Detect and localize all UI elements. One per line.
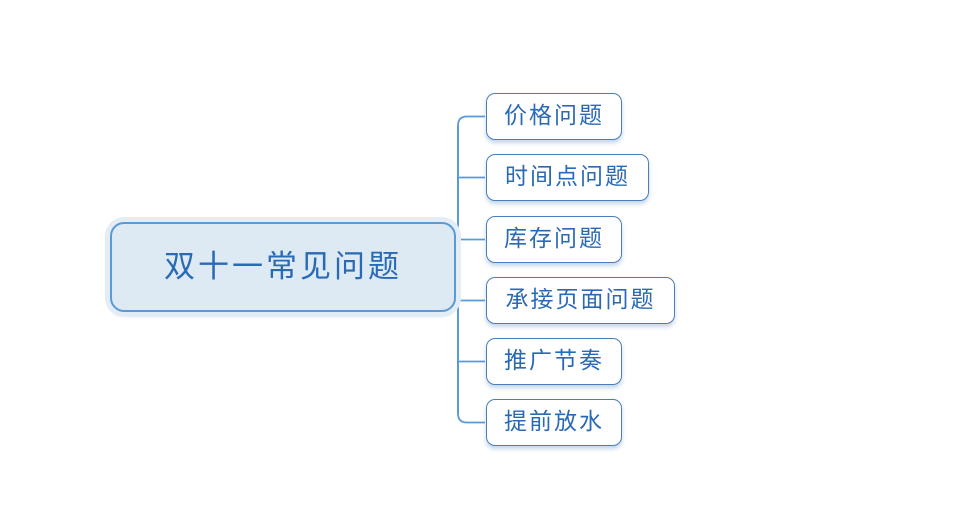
root-node[interactable]: 双十一常见问题 [110,222,456,312]
child-node-timing[interactable]: 时间点问题 [486,154,649,201]
root-node-label: 双十一常见问题 [164,248,402,285]
child-node-label: 价格问题 [504,103,604,129]
child-node-promotion-rhythm[interactable]: 推广节奏 [486,338,622,385]
child-node-price[interactable]: 价格问题 [486,93,622,140]
child-node-inventory[interactable]: 库存问题 [486,216,622,263]
child-node-label: 提前放水 [504,409,604,435]
child-node-landing-page[interactable]: 承接页面问题 [486,277,675,324]
child-node-label: 推广节奏 [504,348,604,374]
child-node-label: 库存问题 [504,226,604,252]
child-node-label: 时间点问题 [505,164,630,190]
child-node-early-release[interactable]: 提前放水 [486,399,622,446]
child-node-label: 承接页面问题 [505,287,656,313]
connector-branch-0 [457,115,485,126]
connector-branch-5 [457,413,485,424]
